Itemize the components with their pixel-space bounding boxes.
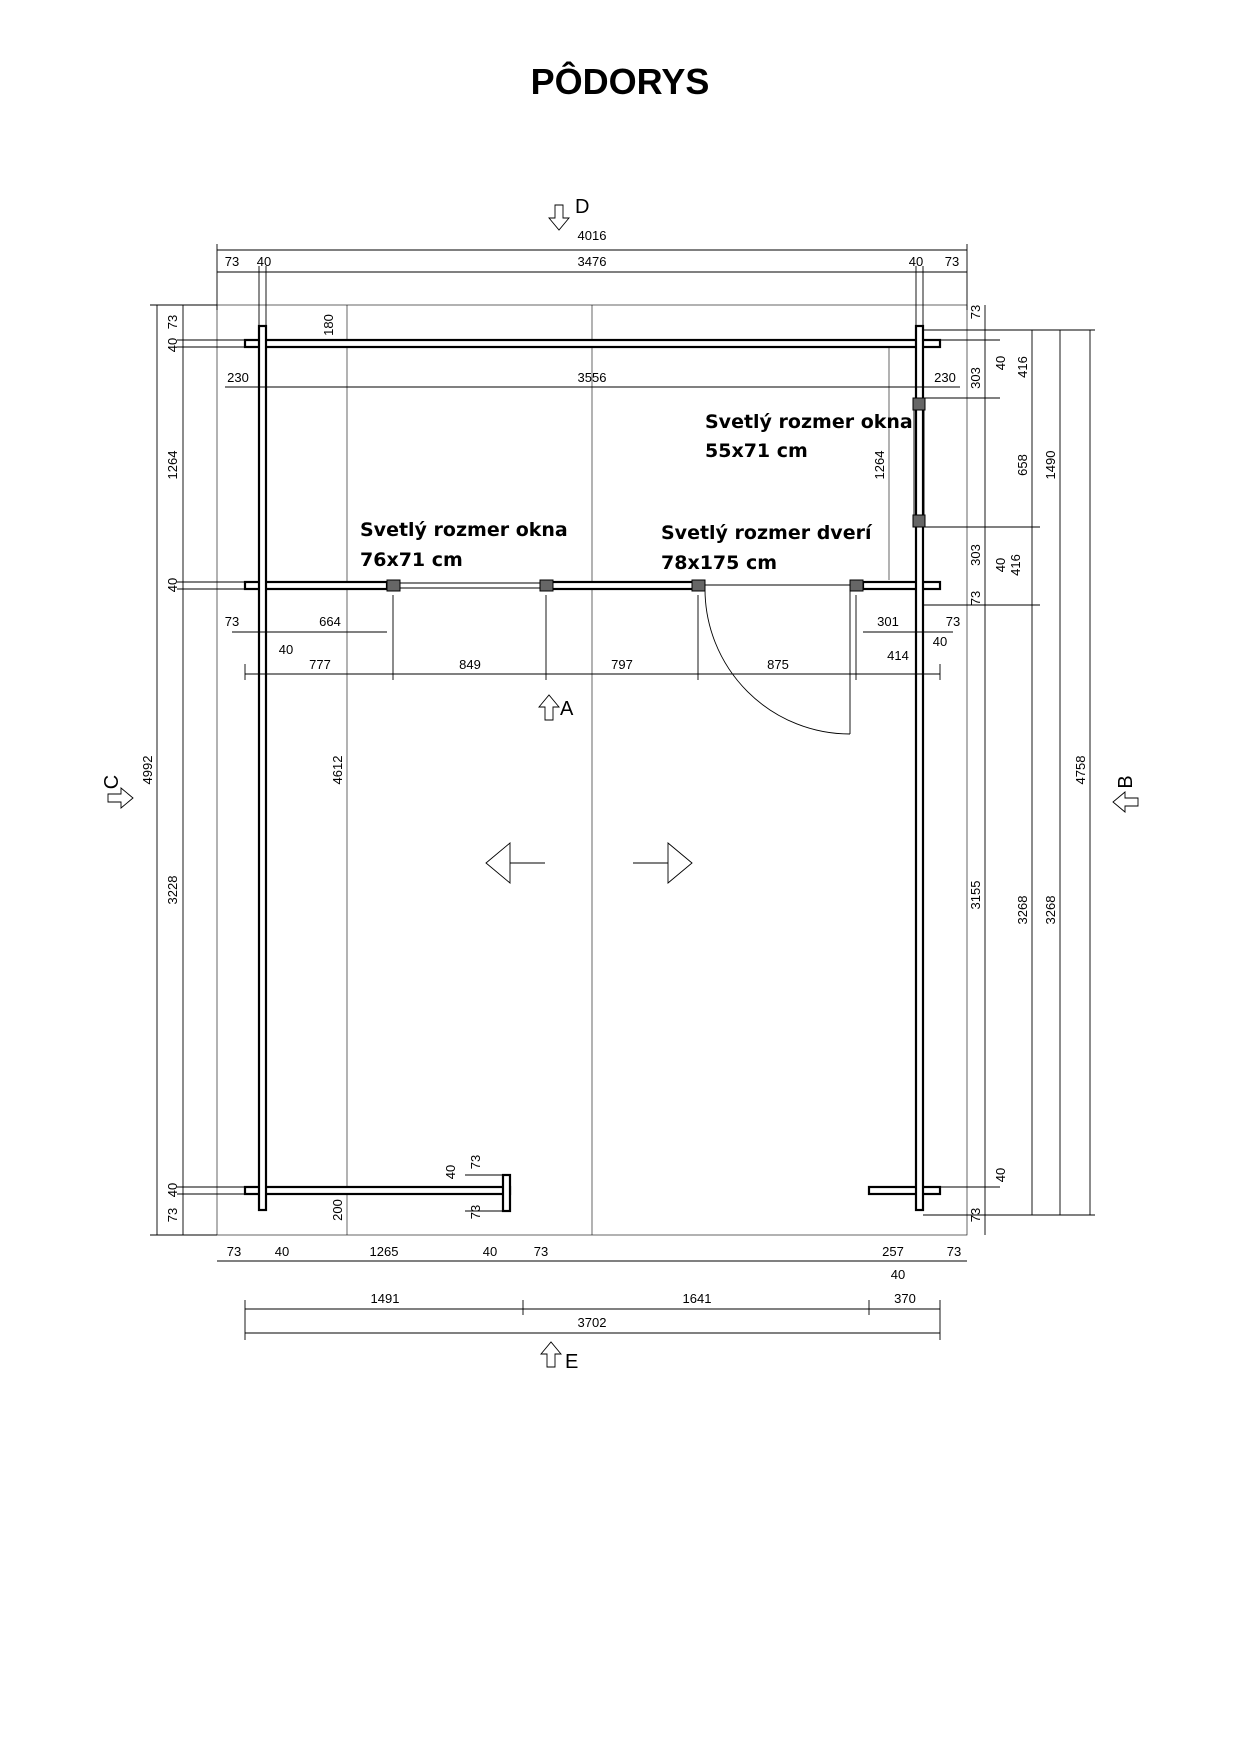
svg-text:414: 414 <box>887 648 909 663</box>
page-title: PÔDORYS <box>531 60 710 102</box>
svg-text:257: 257 <box>882 1244 904 1259</box>
svg-text:658: 658 <box>1015 454 1030 476</box>
svg-text:73: 73 <box>945 254 959 269</box>
arrow-down-icon <box>548 204 570 231</box>
svg-text:3228: 3228 <box>165 876 180 905</box>
svg-text:3268: 3268 <box>1043 896 1058 925</box>
svg-text:40: 40 <box>257 254 271 269</box>
door-size: 78x175 cm <box>661 552 777 574</box>
svg-text:777: 777 <box>309 657 331 672</box>
svg-text:416: 416 <box>1008 554 1023 576</box>
dim-top-inner: 3476 <box>578 254 607 269</box>
wall-partition-right <box>861 580 942 591</box>
svg-text:40: 40 <box>993 1168 1008 1182</box>
wall-right <box>914 324 925 1212</box>
side-label-inner: A <box>560 698 574 720</box>
dim-left-total: 4992 <box>140 756 155 785</box>
window-right-glass <box>913 409 925 516</box>
dim-right-total: 4758 <box>1073 756 1088 785</box>
svg-text:416: 416 <box>1015 356 1030 378</box>
svg-text:1490: 1490 <box>1043 451 1058 480</box>
porch-post <box>501 1173 512 1213</box>
window-left-size: 76x71 cm <box>360 549 463 571</box>
svg-text:73: 73 <box>165 1208 180 1222</box>
svg-text:73: 73 <box>968 1208 983 1222</box>
dim-bottom-total: 3702 <box>578 1315 607 1330</box>
door-jamb-b <box>849 579 864 592</box>
window-right-label: Svetlý rozmer okna <box>705 411 913 433</box>
svg-text:3556: 3556 <box>578 370 607 385</box>
svg-text:73: 73 <box>165 315 180 329</box>
svg-text:40: 40 <box>483 1244 497 1259</box>
arrow-up-a-icon <box>538 694 560 721</box>
svg-text:73: 73 <box>468 1205 483 1219</box>
svg-text:1265: 1265 <box>370 1244 399 1259</box>
svg-text:180: 180 <box>321 314 336 336</box>
svg-text:1264: 1264 <box>165 451 180 480</box>
svg-text:875: 875 <box>767 657 789 672</box>
svg-text:303: 303 <box>968 367 983 389</box>
svg-text:73: 73 <box>225 254 239 269</box>
dim-top-total: 4016 <box>578 228 607 243</box>
svg-text:40: 40 <box>279 642 293 657</box>
svg-text:40: 40 <box>165 338 180 352</box>
svg-text:301: 301 <box>877 614 899 629</box>
svg-text:73: 73 <box>468 1155 483 1169</box>
svg-text:40: 40 <box>909 254 923 269</box>
svg-text:1641: 1641 <box>683 1291 712 1306</box>
wall-left <box>257 324 268 1212</box>
svg-text:230: 230 <box>934 370 956 385</box>
door-jamb-a <box>691 579 706 592</box>
svg-text:73: 73 <box>534 1244 548 1259</box>
svg-text:1491: 1491 <box>371 1291 400 1306</box>
wall-top <box>243 338 942 349</box>
svg-text:73: 73 <box>946 614 960 629</box>
svg-text:303: 303 <box>968 544 983 566</box>
side-label-right: B <box>1115 775 1137 788</box>
svg-text:797: 797 <box>611 657 633 672</box>
svg-text:40: 40 <box>165 1183 180 1197</box>
svg-text:200: 200 <box>330 1199 345 1221</box>
slope-arrow-right-icon <box>633 842 693 884</box>
arrow-left-icon <box>1112 791 1139 813</box>
side-label-left: C <box>101 775 123 789</box>
svg-text:849: 849 <box>459 657 481 672</box>
arrow-right-icon <box>107 787 134 809</box>
svg-text:4612: 4612 <box>330 756 345 785</box>
window-right-size: 55x71 cm <box>705 440 808 462</box>
svg-text:40: 40 <box>993 356 1008 370</box>
window-right-jamb-b <box>912 514 926 528</box>
svg-text:3155: 3155 <box>968 881 983 910</box>
svg-text:40: 40 <box>165 578 180 592</box>
svg-text:73: 73 <box>968 305 983 319</box>
svg-text:664: 664 <box>319 614 341 629</box>
window-right-jamb-a <box>912 397 926 411</box>
svg-text:40: 40 <box>933 634 947 649</box>
svg-text:40: 40 <box>275 1244 289 1259</box>
wall-partition-mid <box>548 580 697 591</box>
svg-text:40: 40 <box>891 1267 905 1282</box>
wall-bottom-left <box>243 1185 512 1196</box>
svg-text:73: 73 <box>225 614 239 629</box>
svg-text:3268: 3268 <box>1015 896 1030 925</box>
svg-text:40: 40 <box>993 558 1008 572</box>
svg-text:1264: 1264 <box>872 451 887 480</box>
door-swing-arc <box>704 588 851 735</box>
window-left-label: Svetlý rozmer okna <box>360 519 568 541</box>
arrow-up-icon <box>540 1341 562 1368</box>
svg-text:230: 230 <box>227 370 249 385</box>
window-left-jamb-a <box>386 579 401 592</box>
slope-arrow-left-icon <box>485 842 545 884</box>
side-label-bottom: E <box>565 1351 578 1373</box>
window-left-jamb-b <box>539 579 554 592</box>
svg-text:73: 73 <box>947 1244 961 1259</box>
wall-bottom-right <box>867 1185 942 1196</box>
svg-text:73: 73 <box>968 591 983 605</box>
svg-text:73: 73 <box>227 1244 241 1259</box>
side-label-top: D <box>575 196 589 218</box>
door-label: Svetlý rozmer dverí <box>661 522 873 544</box>
svg-text:370: 370 <box>894 1291 916 1306</box>
svg-text:40: 40 <box>443 1165 458 1179</box>
